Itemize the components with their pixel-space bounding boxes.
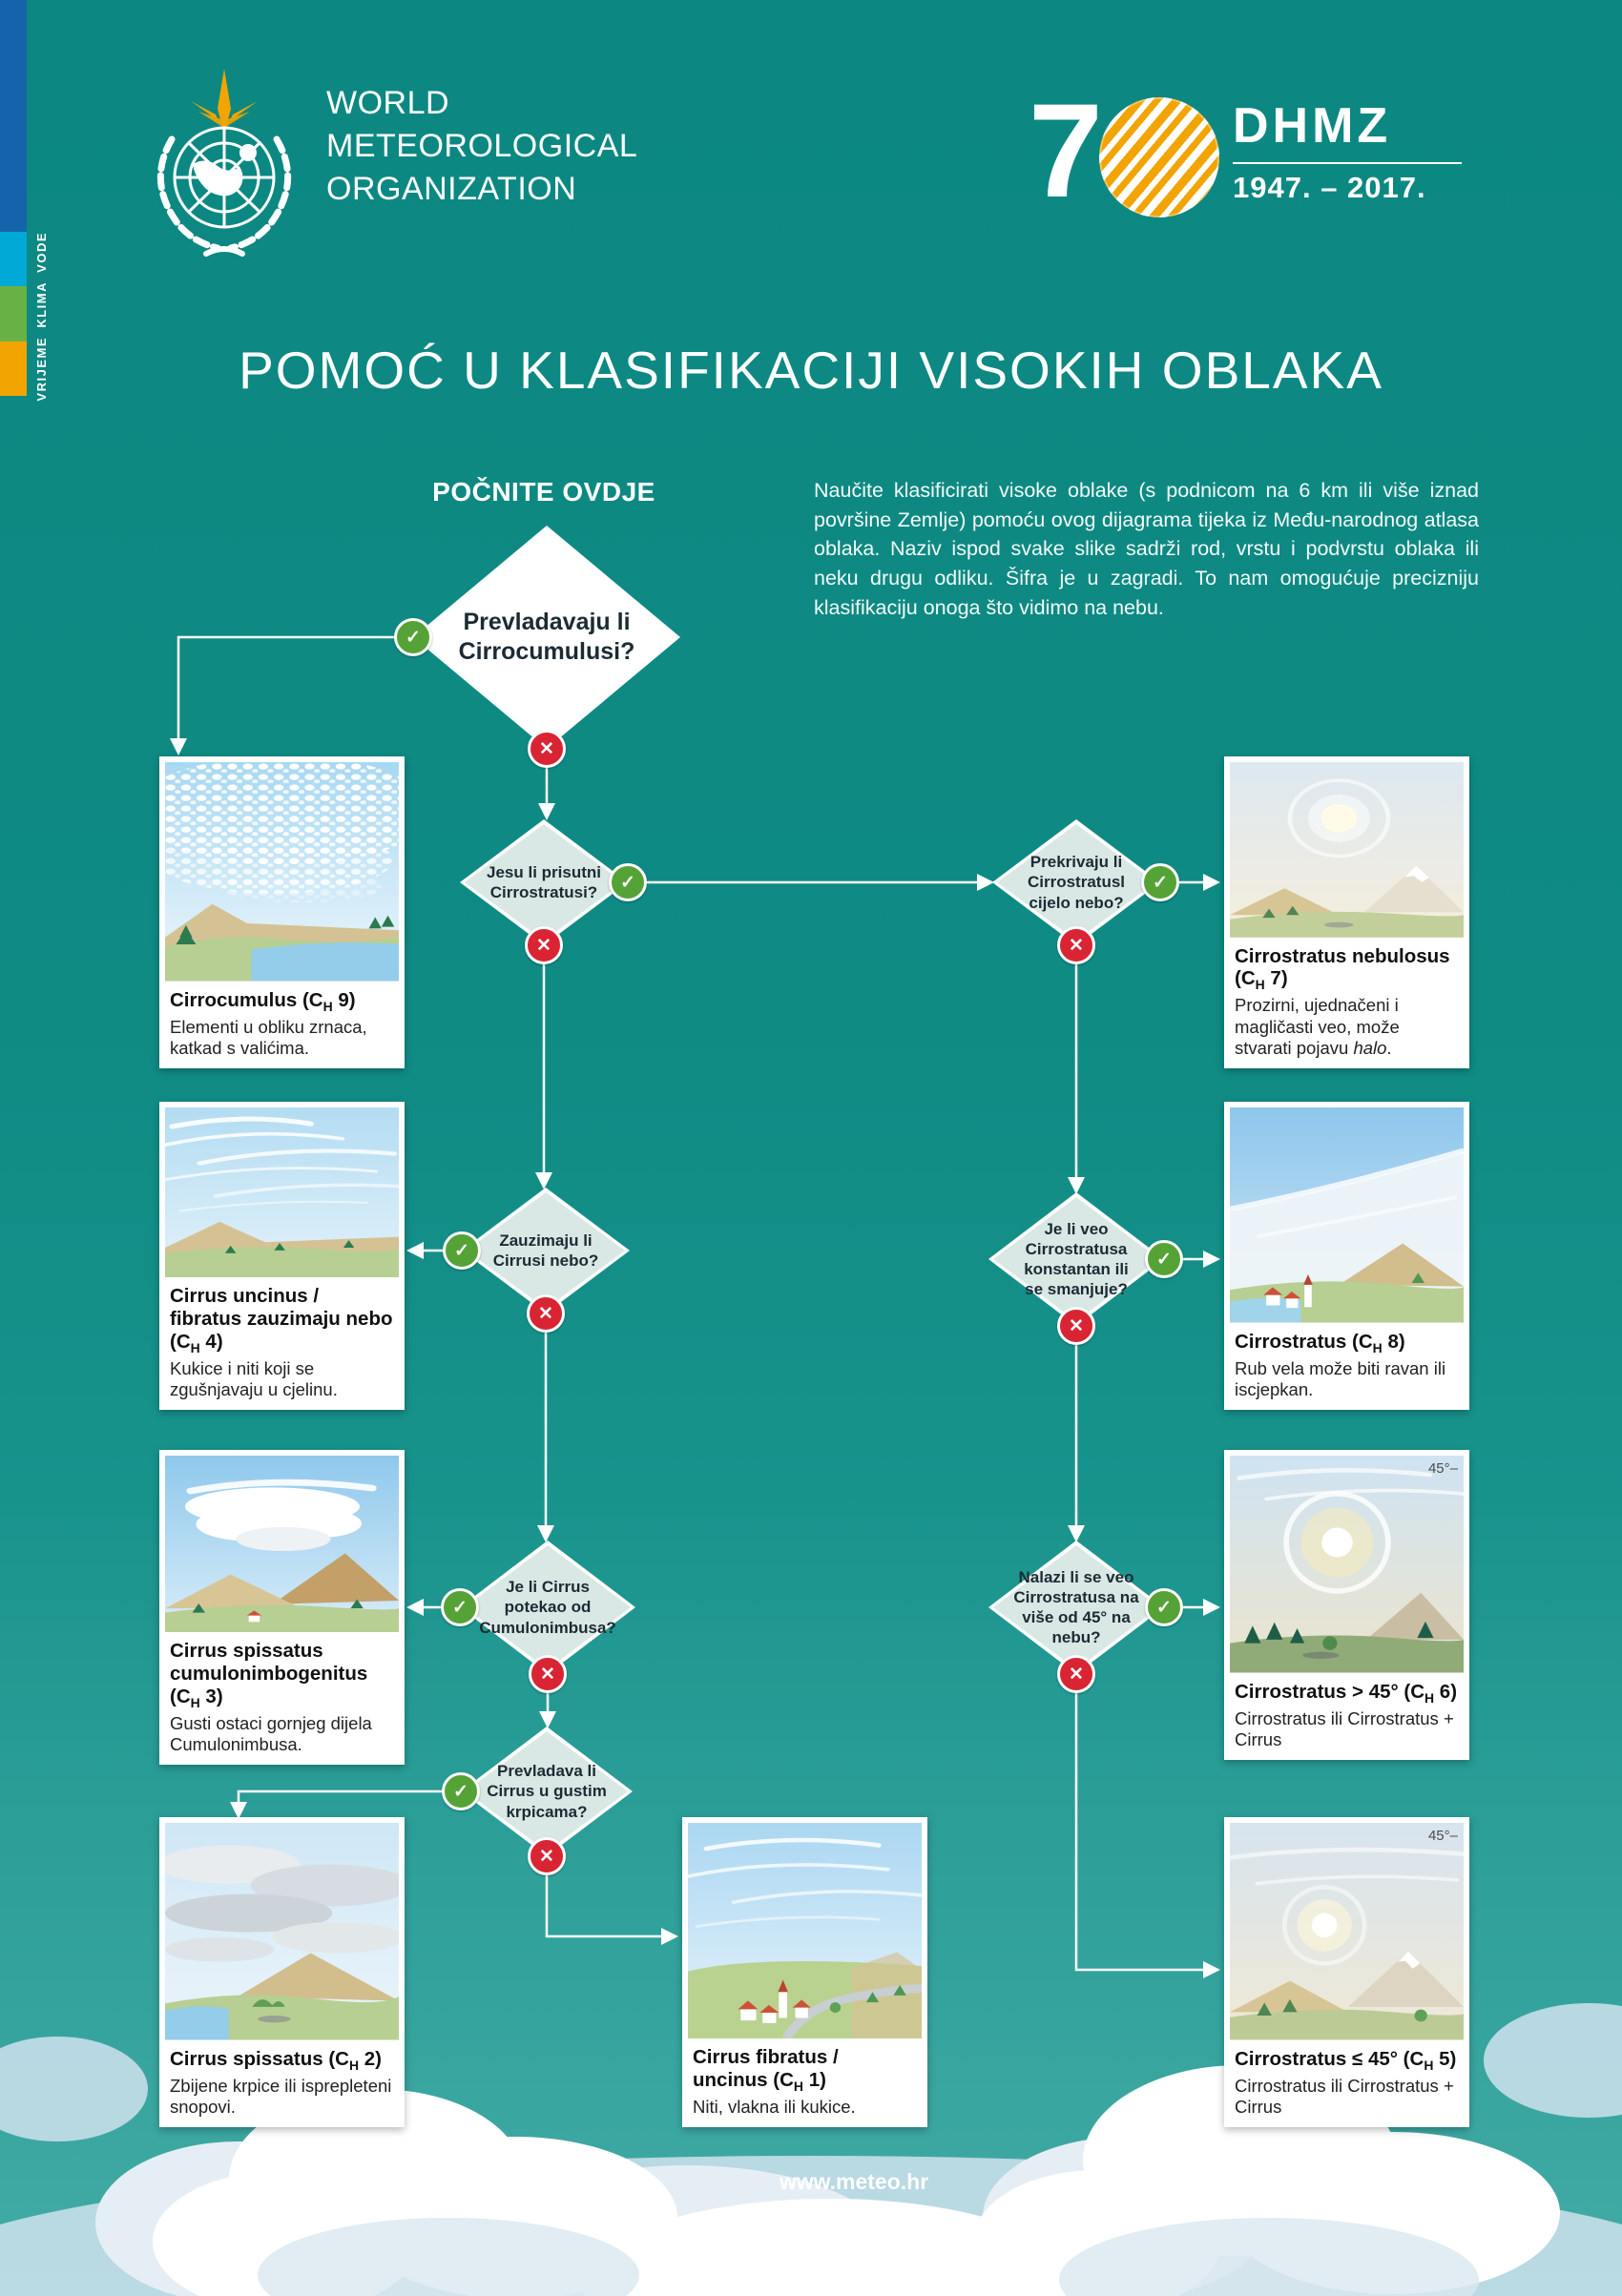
wmo-logo bbox=[156, 69, 292, 257]
start-here-label: POČNITE OVDJE bbox=[432, 477, 655, 507]
no-x-icon: ✕ bbox=[529, 1655, 567, 1693]
intro-paragraph: Naučite klasificirati visoke oblake (s p… bbox=[814, 479, 1479, 619]
cloud-illustration-veil-edge bbox=[1230, 1107, 1464, 1323]
decision-cirrus-guste-krpice: Prevladava li Cirrus u gustim krpicama? bbox=[461, 1727, 633, 1856]
no-x-icon: ✕ bbox=[1057, 1655, 1095, 1693]
card-title: Cirrus uncinus / fibratus zauzimaju nebo… bbox=[170, 1285, 393, 1355]
no-x-icon: ✕ bbox=[525, 926, 563, 964]
cloud-illustration-cirrocumulus bbox=[165, 762, 399, 982]
sidebar-bar-green bbox=[0, 286, 27, 341]
page-title: POMOĆ U KLASIFIKACIJI VISOKIH OBLAKA bbox=[239, 341, 1383, 400]
cloud-illustration-high-halo: 45°– bbox=[1230, 1456, 1464, 1673]
card-title: Cirrocumulus (CH 9) bbox=[170, 988, 356, 1014]
card-title: Cirrostratus (CH 8) bbox=[1235, 1330, 1405, 1355]
wmo-name-line1: WORLD bbox=[326, 85, 450, 121]
no-x-icon: ✕ bbox=[528, 730, 566, 768]
card-desc: Gusti ostaci gornjeg dijela Cumulonimbus… bbox=[170, 1712, 372, 1754]
wmo-name-line3: ORGANIZATION bbox=[326, 170, 577, 207]
yes-check-icon: ✓ bbox=[442, 1772, 480, 1810]
yes-check-icon: ✓ bbox=[394, 618, 432, 656]
card-cirrus-spissatus-cbgen-ch3: Cirrus spissatus cumulonimbogenitus (CH … bbox=[159, 1450, 405, 1765]
cloud-illustration-hazy-halo bbox=[1230, 762, 1464, 938]
cloud-illustration-dense-patches bbox=[165, 1823, 399, 2040]
dhmz-divider bbox=[1233, 162, 1462, 164]
card-title: Cirrostratus ≤ 45° (CH 5) bbox=[1235, 2047, 1457, 2073]
card-desc: Rub vela može biti ravan ili iscjepkan. bbox=[1235, 1357, 1446, 1399]
sidebar-bar-cyan bbox=[0, 232, 27, 286]
dhmz-years: 1947. – 2017. bbox=[1233, 171, 1426, 204]
yes-check-icon: ✓ bbox=[441, 1588, 479, 1626]
angle-45-label: 45°– bbox=[1427, 1828, 1458, 1844]
wmo-name: WORLD METEOROLOGICAL ORGANIZATION bbox=[326, 82, 637, 211]
cloud-illustration-village-wisps bbox=[688, 1823, 922, 2039]
decision-cirrus-od-cumulonimbusa: Je li Cirrus potekao od Cumulonimbusa? bbox=[460, 1541, 635, 1674]
card-cirrostratus-ch8: Cirrostratus (CH 8) Rub vela može biti r… bbox=[1224, 1102, 1469, 1410]
card-title: Cirrus spissatus (CH 2) bbox=[170, 2047, 382, 2073]
decision-zauzimaju-cirrusi: Zauzimaju li Cirrusi nebo? bbox=[462, 1188, 630, 1313]
yes-check-icon: ✓ bbox=[443, 1231, 481, 1270]
card-desc: Niti, vlakna ili kukice. bbox=[693, 2096, 856, 2117]
sidebar-bar-blue bbox=[0, 0, 27, 232]
yes-check-icon: ✓ bbox=[1141, 863, 1179, 901]
decision-prevladavaju-cirrocumulusi: Prevladavaju li Cirrocumulusi? bbox=[413, 526, 680, 749]
no-x-icon: ✕ bbox=[527, 1294, 565, 1333]
angle-45-label: 45°– bbox=[1427, 1460, 1458, 1477]
card-cirrus-spissatus-ch2: Cirrus spissatus (CH 2) Zbijene krpice i… bbox=[159, 1817, 405, 2127]
card-title: Cirrostratus > 45° (CH 6) bbox=[1235, 1680, 1458, 1706]
anniversary-70-digit: 7 bbox=[1029, 75, 1103, 225]
decorative-clouds bbox=[0, 2003, 1622, 2296]
website-url: www.meteo.hr bbox=[779, 2169, 929, 2194]
cloud-illustration-cirrus-streaks bbox=[165, 1107, 399, 1278]
card-cirrostratus-le45-ch5: 45°– Cirrostratus ≤ 45° (CH 5) Cirrostra… bbox=[1224, 1817, 1469, 2127]
yes-check-icon: ✓ bbox=[1145, 1588, 1183, 1626]
card-title: Cirrus fibratus / uncinus (CH 1) bbox=[693, 2046, 839, 2094]
decision-veo-konstantan: Je li veo Cirrostratusa konstantan ili s… bbox=[988, 1192, 1164, 1326]
sidebar-bar-orange bbox=[0, 341, 27, 396]
card-cirrus-uncinus-fibratus-ch4: Cirrus uncinus / fibratus zauzimaju nebo… bbox=[159, 1102, 405, 1410]
cloud-illustration-anvil bbox=[165, 1456, 399, 1633]
card-desc: Prozirni, ujednačeni i magličasti veo, m… bbox=[1235, 995, 1400, 1058]
dhmz-logo-block: DHMZ 1947. – 2017. bbox=[1233, 97, 1462, 205]
yes-check-icon: ✓ bbox=[1145, 1240, 1183, 1278]
card-desc: Cirrostratus ili Cirrostratus + Cirrus bbox=[1235, 1707, 1454, 1749]
no-x-icon: ✕ bbox=[1057, 926, 1095, 964]
anniversary-70-globe-icon bbox=[1099, 97, 1219, 217]
wmo-name-line2: METEOROLOGICAL bbox=[326, 127, 638, 164]
decision-prekrivaju-cijelo-nebo: Prekrivaju li Cirrostratusl cijelo nebo? bbox=[992, 819, 1160, 945]
decision-veo-iznad-45: Nalazi li se veo Cirrostratusa na više o… bbox=[988, 1541, 1164, 1674]
card-title: Cirrostratus nebulosus (CH 7) bbox=[1235, 944, 1450, 993]
card-cirrus-fibratus-uncinus-ch1: Cirrus fibratus / uncinus (CH 1) Niti, v… bbox=[682, 1817, 927, 2127]
card-cirrocumulus-ch9: Cirrocumulus (CH 9) Elementi u obliku zr… bbox=[159, 756, 405, 1068]
decision-jesu-li-cirrostratusi: Jesu li prisutni Cirrostratusi? bbox=[460, 819, 628, 945]
card-desc: Cirrostratus ili Cirrostratus + Cirrus bbox=[1235, 2075, 1454, 2117]
card-desc: Kukice i niti koji se zgušnjavaju u cjel… bbox=[170, 1357, 338, 1399]
card-title: Cirrus spissatus cumulonimbogenitus (CH … bbox=[170, 1640, 368, 1710]
no-x-icon: ✕ bbox=[1057, 1307, 1095, 1345]
cloud-illustration-low-halo: 45°– bbox=[1230, 1823, 1464, 2040]
no-x-icon: ✕ bbox=[528, 1837, 566, 1875]
yes-check-icon: ✓ bbox=[609, 863, 647, 901]
card-cirrostratus-gt45-ch6: 45°– Cirrostratus > 45° (CH 6) Cirrostra… bbox=[1224, 1450, 1469, 1760]
card-desc: Elementi u obliku zrnaca, katkad s valić… bbox=[170, 1016, 367, 1058]
dhmz-abbr: DHMZ bbox=[1233, 98, 1392, 154]
card-desc: Zbijene krpice ili isprepleteni snopovi. bbox=[170, 2075, 392, 2117]
card-cirrostratus-nebulosus-ch7: Cirrostratus nebulosus (CH 7) Prozirni, … bbox=[1224, 756, 1469, 1068]
